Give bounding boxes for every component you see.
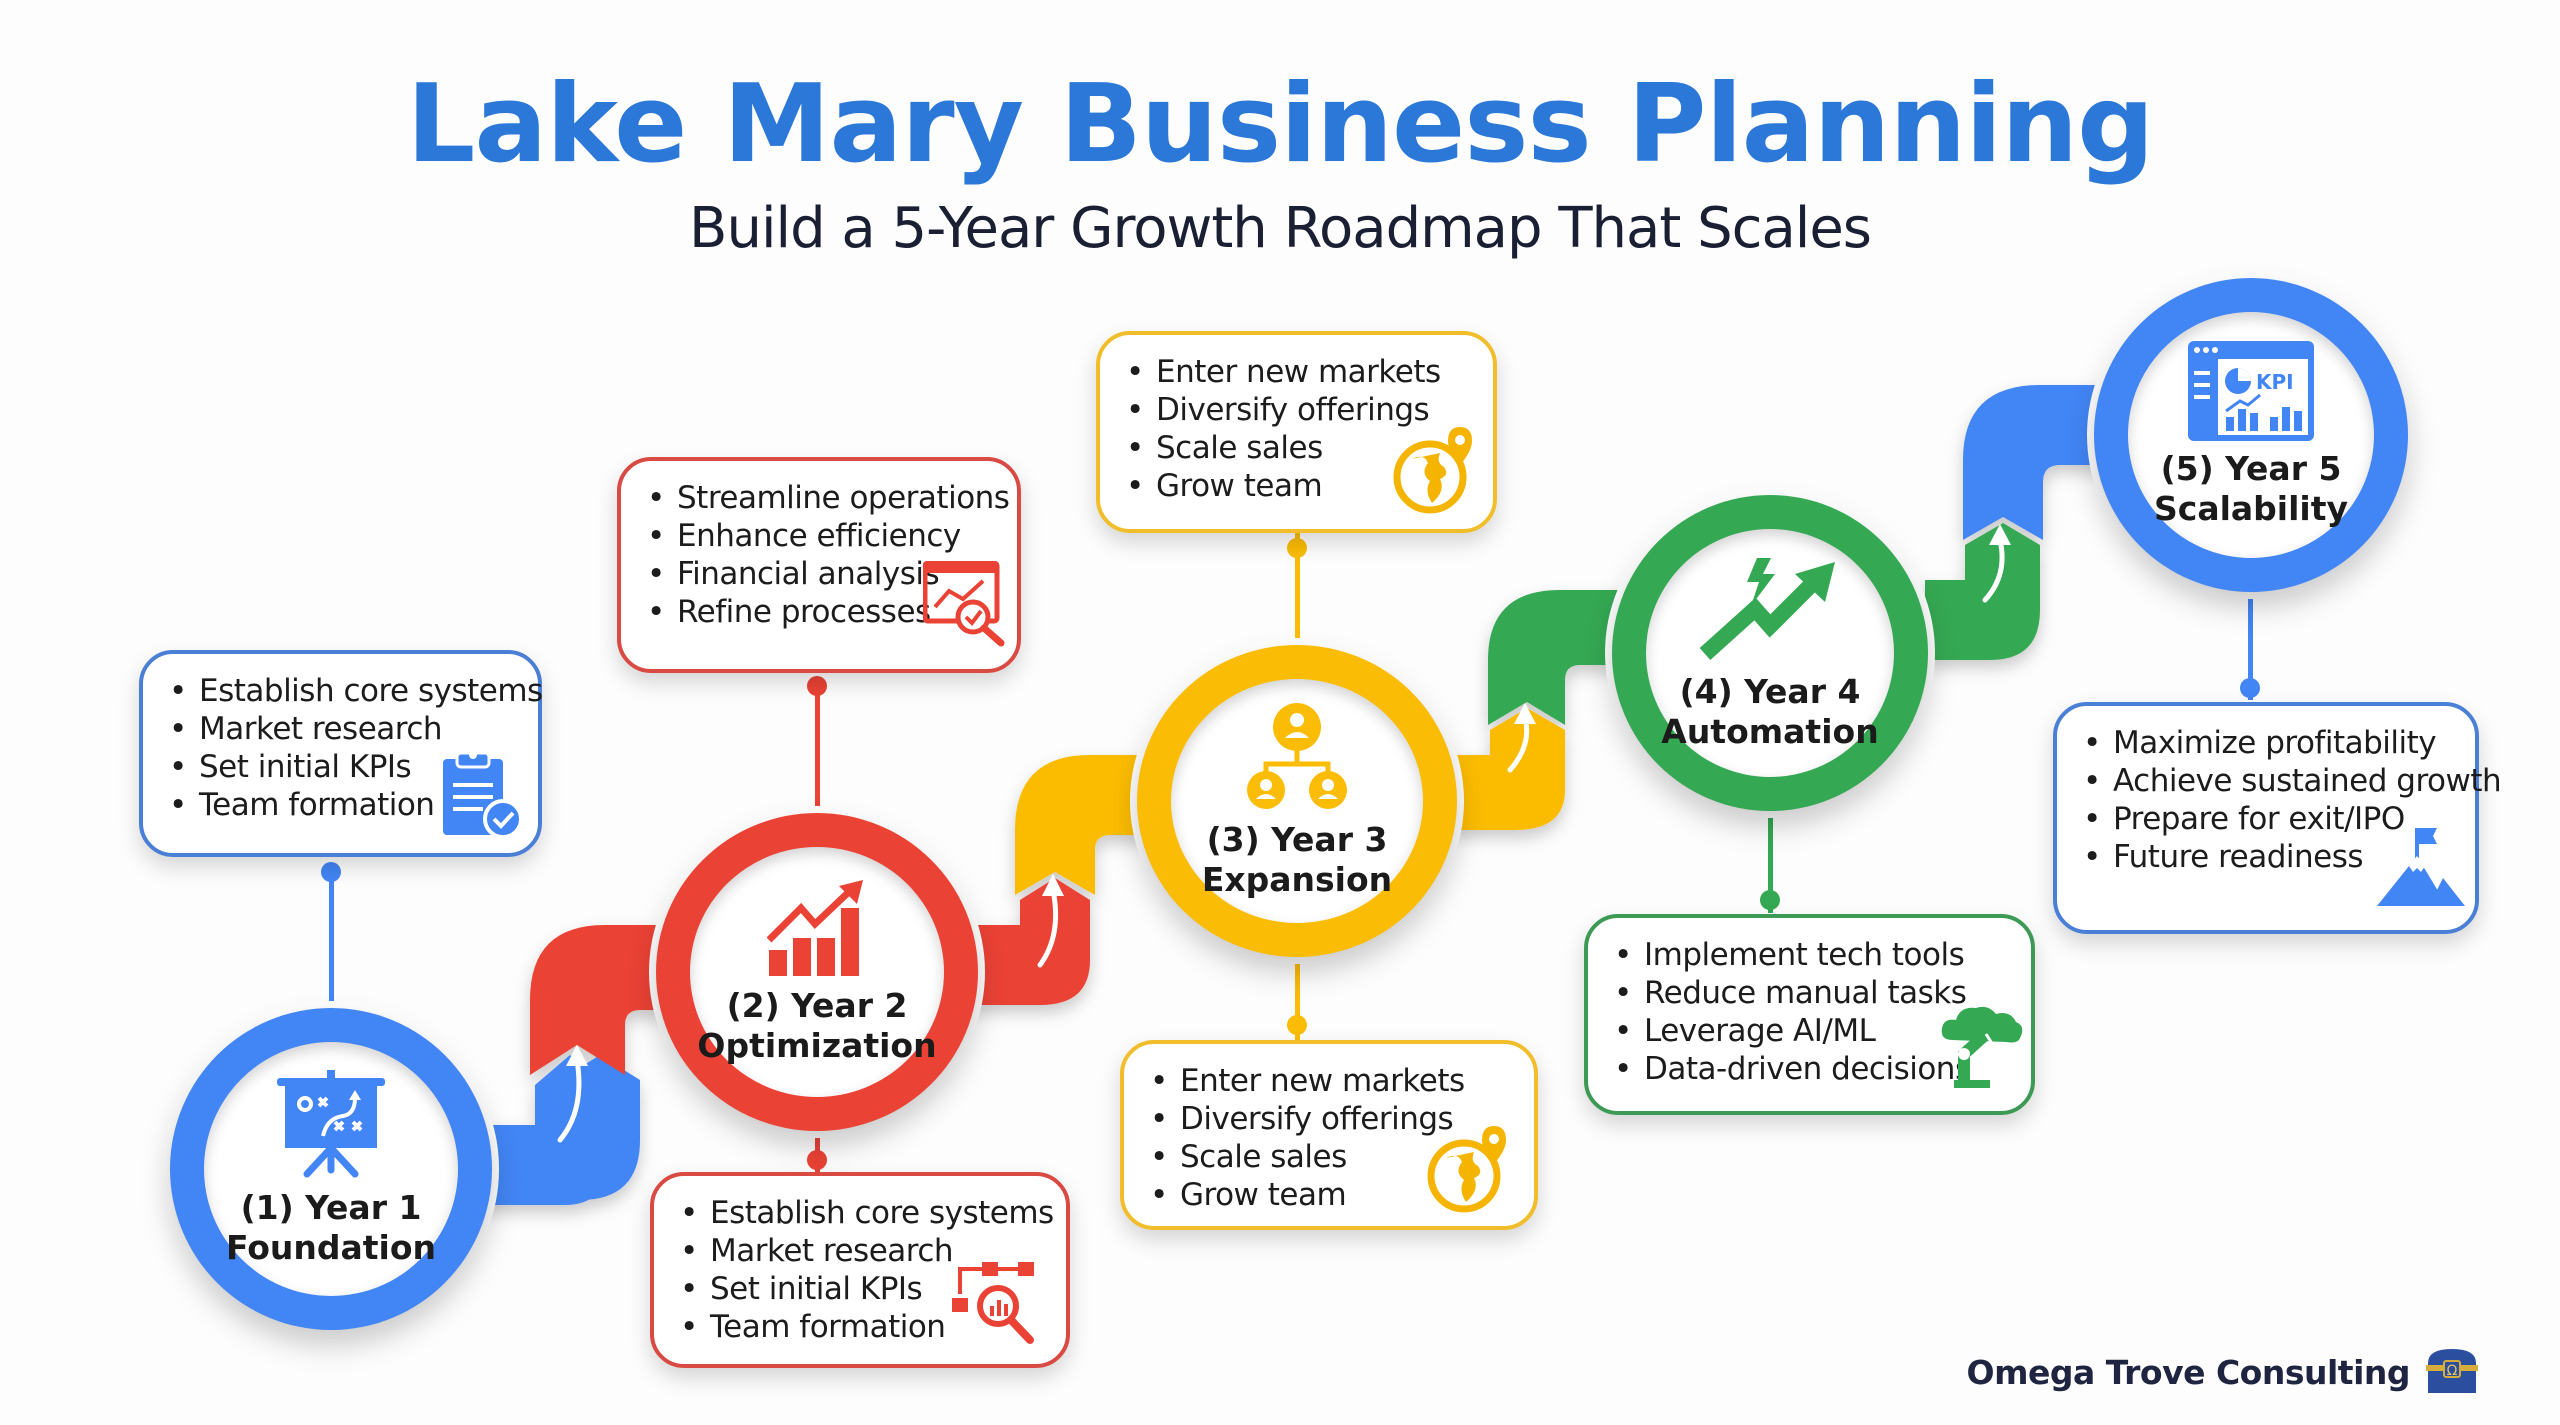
connector-dot-year2-top — [807, 676, 827, 696]
stage-circle-year3[interactable]: (3) Year 3 Expansion — [1137, 645, 1457, 957]
stage-box-year3-bottom: Enter new markets Diversify offerings Sc… — [1120, 1040, 1538, 1230]
connector-dot-year5 — [2240, 678, 2260, 698]
mountain-flag-icon — [2377, 828, 2465, 906]
stage-box-year2-bottom: Establish core systems Market research S… — [650, 1172, 1070, 1368]
brand-name: Omega Trove Consulting — [1966, 1352, 2411, 1392]
task-item: Team formation — [169, 786, 518, 824]
task-list: Maximize profitability Achieve sustained… — [2083, 724, 2502, 876]
task-list: Streamline operations Enhance efficiency… — [647, 479, 1010, 631]
task-item: Leverage AI/ML — [1614, 1012, 2011, 1050]
treasure-chest-icon: Ω — [2426, 1349, 2478, 1393]
stage-label-line1: (3) Year 3 — [1206, 820, 1388, 859]
stage-circle-year5[interactable]: KPI (5) Year 5 Scalability — [2094, 278, 2408, 592]
stage-label-line1: (5) Year 5 — [2160, 449, 2342, 488]
process-analysis-icon — [952, 1262, 1034, 1344]
stage-box-year1: Establish core systems Market research S… — [139, 650, 543, 857]
svg-text:Ω: Ω — [2447, 1363, 2458, 1379]
analytics-window-icon — [923, 561, 1005, 647]
task-item: Establish core systems — [680, 1194, 1054, 1232]
connector-year3-bottom — [1295, 955, 1300, 1040]
task-item: Data-driven decisions — [1614, 1050, 2011, 1088]
stage-label-line2: Foundation — [225, 1228, 436, 1267]
org-chart-icon — [1247, 703, 1347, 809]
connector-dot-year4 — [1760, 890, 1780, 910]
task-item: Streamline operations — [647, 479, 1010, 517]
task-item: Refine processes — [647, 593, 997, 631]
connector-year4 — [1768, 808, 1773, 913]
lightning-arrow-icon — [1699, 558, 1835, 660]
stage-box-year5: Maximize profitability Achieve sustained… — [2053, 702, 2502, 934]
stage-circle-year4[interactable]: (4) Year 4 Automation — [1612, 495, 1928, 811]
connector-year5 — [2248, 590, 2253, 700]
task-item: Set initial KPIs — [169, 748, 518, 786]
task-item: Implement tech tools — [1614, 936, 2011, 974]
task-item: Enter new markets — [1150, 1062, 1514, 1100]
task-list: Implement tech tools Reduce manual tasks… — [1614, 936, 2011, 1088]
task-item: Prepare for exit/IPO — [2083, 800, 2455, 838]
page-title: Lake Mary Business Planning — [406, 62, 2155, 187]
task-item: Scale sales — [1126, 429, 1473, 467]
stage-circle-year1[interactable]: (1) Year 1 Foundation — [170, 1008, 492, 1330]
connector-year2-top — [815, 678, 820, 813]
connector-year1 — [329, 870, 334, 1010]
path-segment-1-2 — [465, 925, 680, 1205]
kpi-dashboard-icon: KPI — [2188, 341, 2314, 441]
task-list: Enter new markets Diversify offerings Sc… — [1150, 1062, 1514, 1214]
globe-pin-icon — [1427, 1126, 1506, 1213]
stage-label-line1: (4) Year 4 — [1679, 672, 1861, 711]
path-segment-4-5 — [1925, 385, 2110, 660]
task-item: Enter new markets — [1126, 353, 1473, 391]
stage-circle-year2[interactable]: (2) Year 2 Optimization — [656, 813, 978, 1131]
task-item: Market research — [680, 1232, 1046, 1270]
connector-dot-year3-top — [1287, 538, 1307, 558]
stage-label-line2: Automation — [1661, 712, 1879, 751]
growth-chart-icon — [767, 880, 863, 976]
connector-year3-top — [1295, 533, 1300, 643]
task-item: Establish core systems — [169, 672, 543, 710]
globe-pin-icon — [1393, 427, 1472, 514]
strategy-board-icon — [276, 1070, 385, 1178]
task-item: Diversify offerings — [1126, 391, 1473, 429]
stage-box-year2-top: Streamline operations Enhance efficiency… — [617, 457, 1021, 673]
footer-brand: Omega Trove Consulting Ω — [1967, 1347, 2480, 1397]
stage-label-line1: (1) Year 1 — [240, 1188, 422, 1227]
stage-label-line2: Expansion — [1201, 860, 1393, 899]
page-subtitle: Build a 5-Year Growth Roadmap That Scale… — [689, 196, 1872, 261]
task-item: Enhance efficiency — [647, 517, 997, 555]
task-item: Achieve sustained growth — [2083, 762, 2502, 800]
connector-dot-year2-bottom — [807, 1150, 827, 1170]
stage-label-line2: Optimization — [697, 1026, 937, 1065]
connector-dot-year3-bottom — [1287, 1015, 1307, 1035]
task-item: Grow team — [1126, 467, 1473, 505]
stage-box-year3-top: Enter new markets Diversify offerings Sc… — [1096, 331, 1497, 533]
path-segment-3-4 — [1450, 590, 1630, 830]
task-item: Future readiness — [2083, 838, 2455, 876]
task-item: Scale sales — [1150, 1138, 1514, 1176]
robot-arm-cloud-icon — [1941, 1006, 2023, 1088]
clipboard-check-icon — [443, 751, 523, 839]
task-item: Reduce manual tasks — [1614, 974, 2011, 1012]
task-list: Establish core systems Market research S… — [169, 672, 543, 824]
task-item: Diversify offerings — [1150, 1100, 1514, 1138]
task-item: Financial analysis — [647, 555, 997, 593]
stage-label-line1: (2) Year 2 — [726, 986, 908, 1025]
stage-label-line2: Scalability — [2153, 489, 2349, 528]
task-item: Grow team — [1150, 1176, 1514, 1214]
task-item: Market research — [169, 710, 518, 748]
task-list: Establish core systems Market research S… — [680, 1194, 1054, 1346]
task-list: Enter new markets Diversify offerings Sc… — [1126, 353, 1473, 505]
task-item: Set initial KPIs — [680, 1270, 1046, 1308]
svg-text:KPI: KPI — [2256, 370, 2294, 394]
task-item: Maximize profitability — [2083, 724, 2455, 762]
stage-box-year4: Implement tech tools Reduce manual tasks… — [1584, 914, 2035, 1115]
task-item: Team formation — [680, 1308, 1046, 1346]
path-segment-2-3 — [970, 755, 1160, 1005]
connector-dot-year1 — [321, 862, 341, 882]
